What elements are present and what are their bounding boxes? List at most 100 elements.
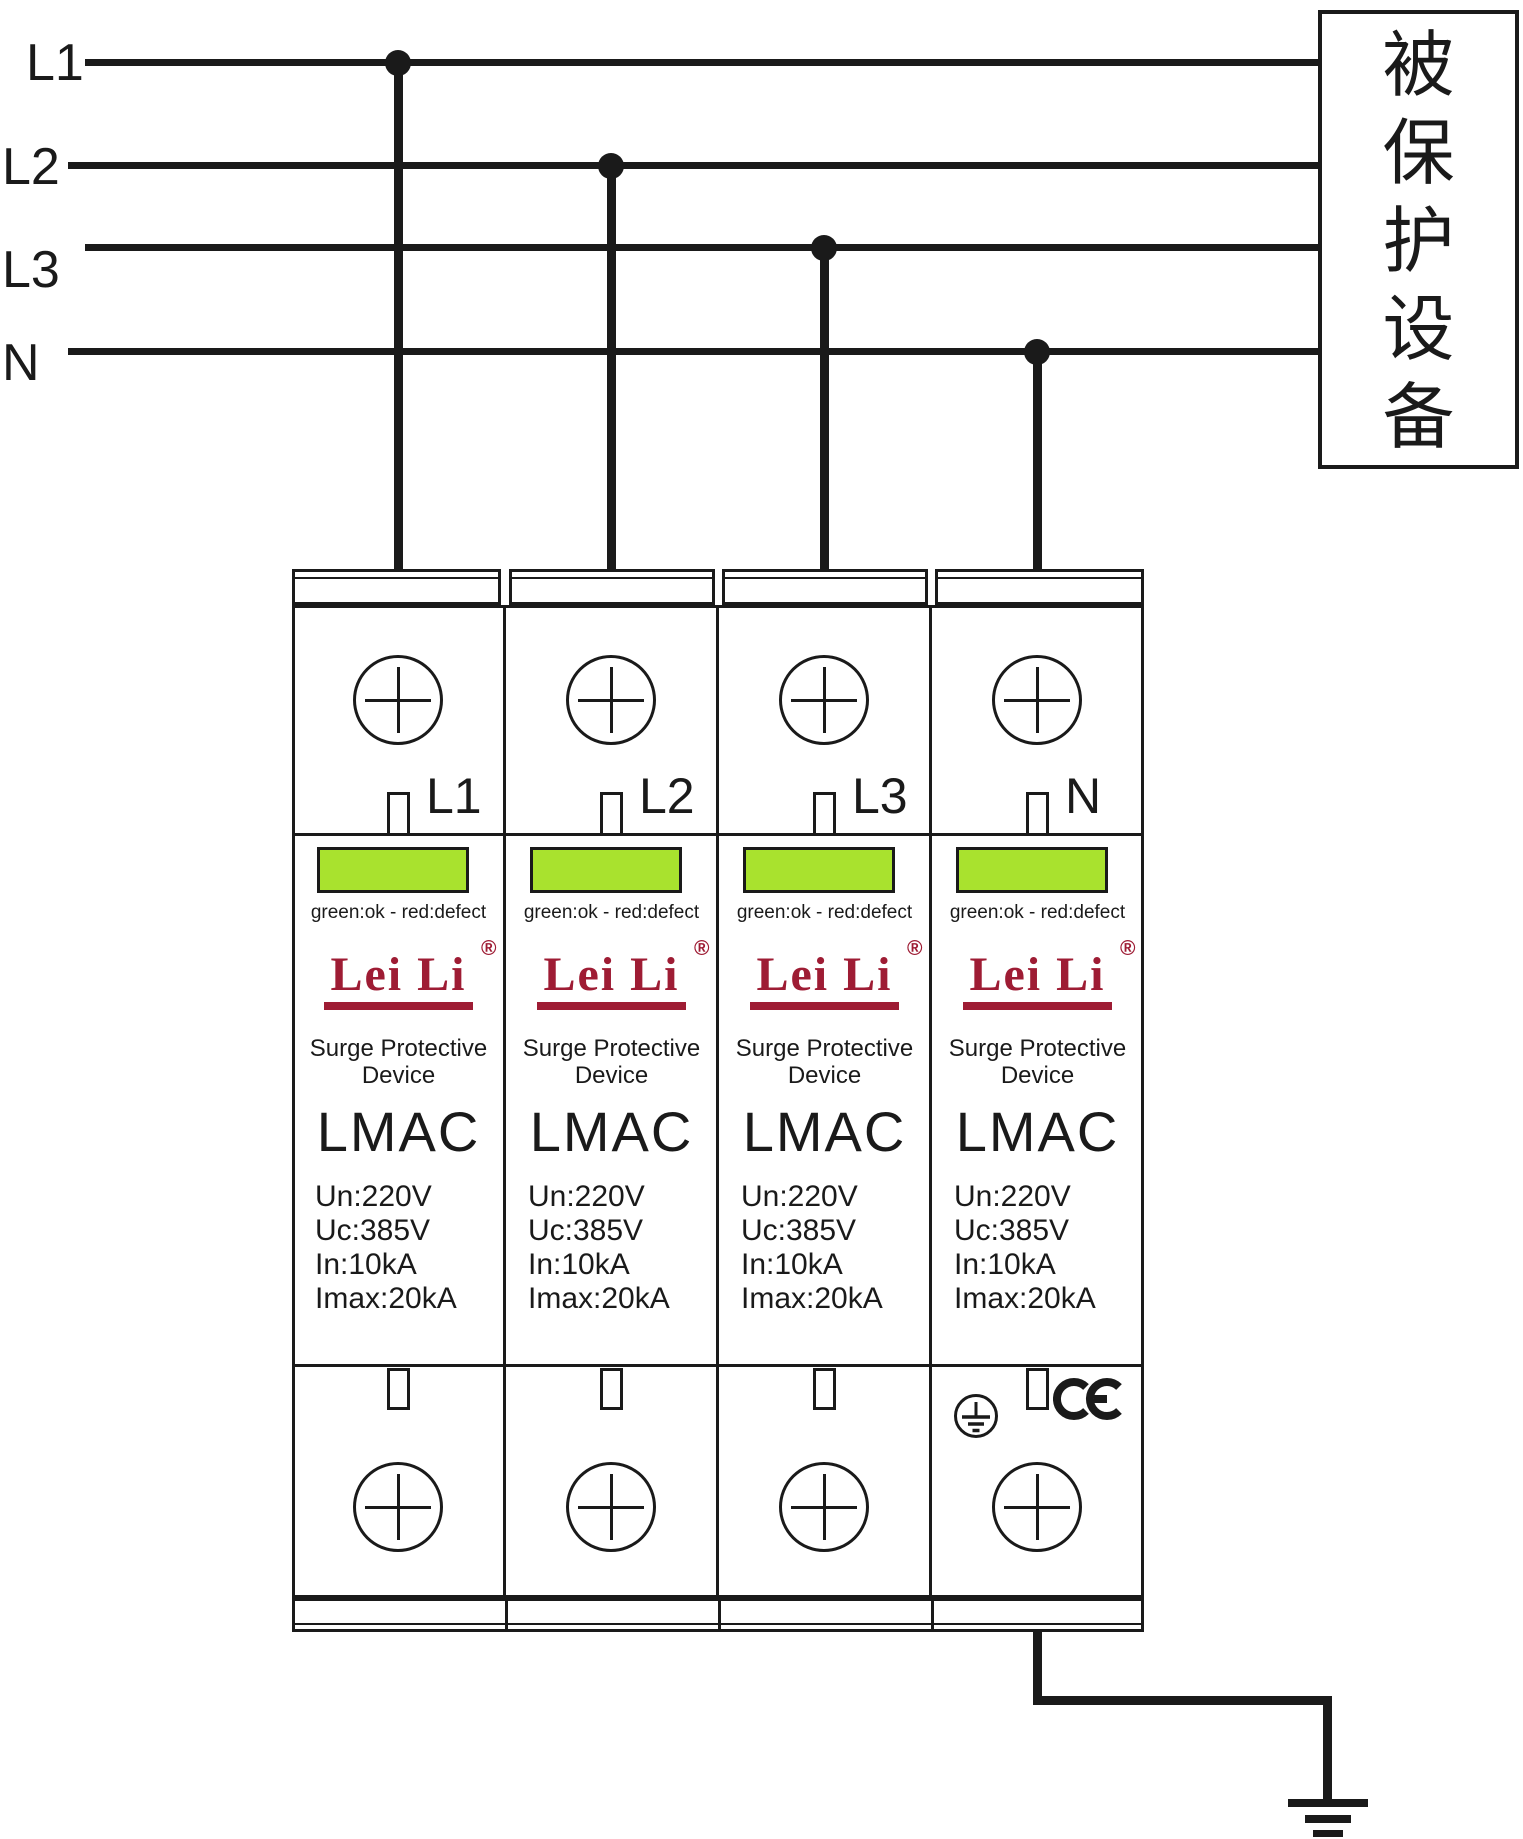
status-indicator-window (317, 847, 469, 893)
din-rail-band-top (935, 569, 1144, 605)
terminal-slot (600, 792, 623, 836)
band-inner-line (512, 577, 712, 579)
feed-line-label-n: N (2, 334, 40, 392)
band-divider (718, 1601, 721, 1629)
brand-text: Lei Li (330, 948, 467, 1001)
spec-line: Uc:385V (528, 1214, 644, 1247)
drop-wire-l1 (394, 60, 403, 575)
module-divider (716, 605, 719, 1598)
terminal-screw-icon (566, 655, 656, 745)
spec-line: In:10kA (315, 1248, 417, 1281)
spec-line: Un:220V (741, 1180, 858, 1213)
registered-mark-icon: ® (481, 937, 497, 960)
feed-wire-n (68, 348, 1318, 355)
registered-mark-icon: ® (694, 937, 710, 960)
terminal-label: L3 (852, 768, 908, 824)
spec-line: Un:220V (954, 1180, 1071, 1213)
indicator-caption: green:ok - red:defect (523, 902, 700, 923)
terminal-slot (1026, 792, 1049, 836)
protected-equipment-char: 备 (1382, 378, 1455, 458)
registered-mark-icon: ® (907, 937, 923, 960)
ground-wire (1323, 1696, 1332, 1804)
spec-line: Uc:385V (954, 1214, 1070, 1247)
module-divider (503, 605, 506, 1598)
product-type-label: Surge Protective Device (522, 1035, 701, 1089)
terminal-screw-icon (992, 655, 1082, 745)
feed-line-label-l2: L2 (2, 138, 60, 196)
din-rail-band-top (292, 569, 501, 605)
terminal-slot (600, 1368, 623, 1410)
product-type-label: Surge Protective Device (735, 1035, 914, 1089)
band-inner-line (295, 577, 498, 579)
spec-line: Imax:20kA (528, 1282, 670, 1315)
terminal-screw-icon (992, 1462, 1082, 1552)
spec-line: Imax:20kA (954, 1282, 1096, 1315)
spec-list: Un:220V Uc:385V In:10kA Imax:20kA (954, 1180, 1096, 1316)
status-indicator-window (956, 847, 1108, 893)
spec-list: Un:220V Uc:385V In:10kA Imax:20kA (741, 1180, 883, 1316)
junction-dot-n (1024, 339, 1050, 365)
brand-logo: Lei Li ® (292, 937, 505, 1011)
module-divider (929, 605, 932, 1598)
terminal-slot (813, 792, 836, 836)
terminal-label: L1 (426, 768, 482, 824)
protected-equipment-char: 设 (1382, 290, 1455, 370)
spd-module-l1: L1 green:ok - red:defect Lei Li ® Surge P… (292, 605, 505, 1598)
din-rail-band-top (509, 569, 715, 605)
brand-text: Lei Li (969, 948, 1106, 1001)
junction-dot-l1 (385, 50, 411, 76)
din-rail-band-bottom (292, 1598, 1144, 1632)
feed-line-label-l3: L3 (2, 241, 60, 299)
brand-text: Lei Li (543, 948, 680, 1001)
brand-text: Lei Li (756, 948, 893, 1001)
indicator-caption: green:ok - red:defect (310, 902, 487, 923)
ground-wire (1033, 1696, 1332, 1705)
model-label: LMAC (529, 1100, 694, 1163)
terminal-slot (387, 1368, 410, 1410)
drop-wire-n (1033, 349, 1042, 575)
drop-wire-l3 (820, 245, 829, 575)
status-indicator-window (743, 847, 895, 893)
brand-logo: Lei Li ® (931, 937, 1144, 1011)
protected-equipment-char: 被 (1382, 26, 1455, 106)
module-upper-divider (292, 833, 1144, 836)
junction-dot-l2 (598, 153, 624, 179)
brand-logo: Lei Li ® (505, 937, 718, 1011)
band-divider (931, 1601, 934, 1629)
indicator-caption: green:ok - red:defect (736, 902, 913, 923)
registered-mark-icon: ® (1120, 937, 1136, 960)
spec-line: Un:220V (528, 1180, 645, 1213)
ce-mark-icon (1052, 1375, 1125, 1428)
terminal-label: N (1065, 768, 1102, 824)
terminal-screw-icon (779, 1462, 869, 1552)
ground-wire (1033, 1630, 1042, 1705)
spec-list: Un:220V Uc:385V In:10kA Imax:20kA (528, 1180, 670, 1316)
protected-equipment-char: 护 (1382, 202, 1455, 282)
din-rail-band-top (722, 569, 928, 605)
ground-symbol-bar (1305, 1815, 1351, 1823)
spec-line: Imax:20kA (741, 1282, 883, 1315)
ground-symbol-bar (1288, 1799, 1368, 1807)
spec-line: Imax:20kA (315, 1282, 457, 1315)
band-inner-line (938, 577, 1141, 579)
spd-module-n: N green:ok - red:defect Lei Li ® Surge Pr… (931, 605, 1144, 1598)
terminal-screw-icon (353, 1462, 443, 1552)
band-inner-line (725, 577, 925, 579)
feed-wire-l2 (68, 162, 1318, 169)
product-type-label: Surge Protective Device (309, 1035, 488, 1089)
earth-ground-icon (953, 1393, 999, 1444)
spd-module-l2: L2 green:ok - red:defect Lei Li® Surge P… (505, 605, 718, 1598)
feed-line-label-l1: L1 (26, 34, 84, 92)
indicator-caption: green:ok - red:defect (949, 902, 1126, 923)
terminal-slot (1026, 1368, 1049, 1410)
spec-line: Un:220V (315, 1180, 432, 1213)
spec-line: Uc:385V (741, 1214, 857, 1247)
terminal-slot (387, 792, 410, 836)
feed-wire-l3 (85, 244, 1318, 251)
drop-wire-l2 (607, 163, 616, 575)
terminal-screw-icon (353, 655, 443, 745)
product-type-label: Surge Protective Device (948, 1035, 1127, 1089)
feed-wire-l1 (85, 59, 1318, 66)
terminal-screw-icon (779, 655, 869, 745)
